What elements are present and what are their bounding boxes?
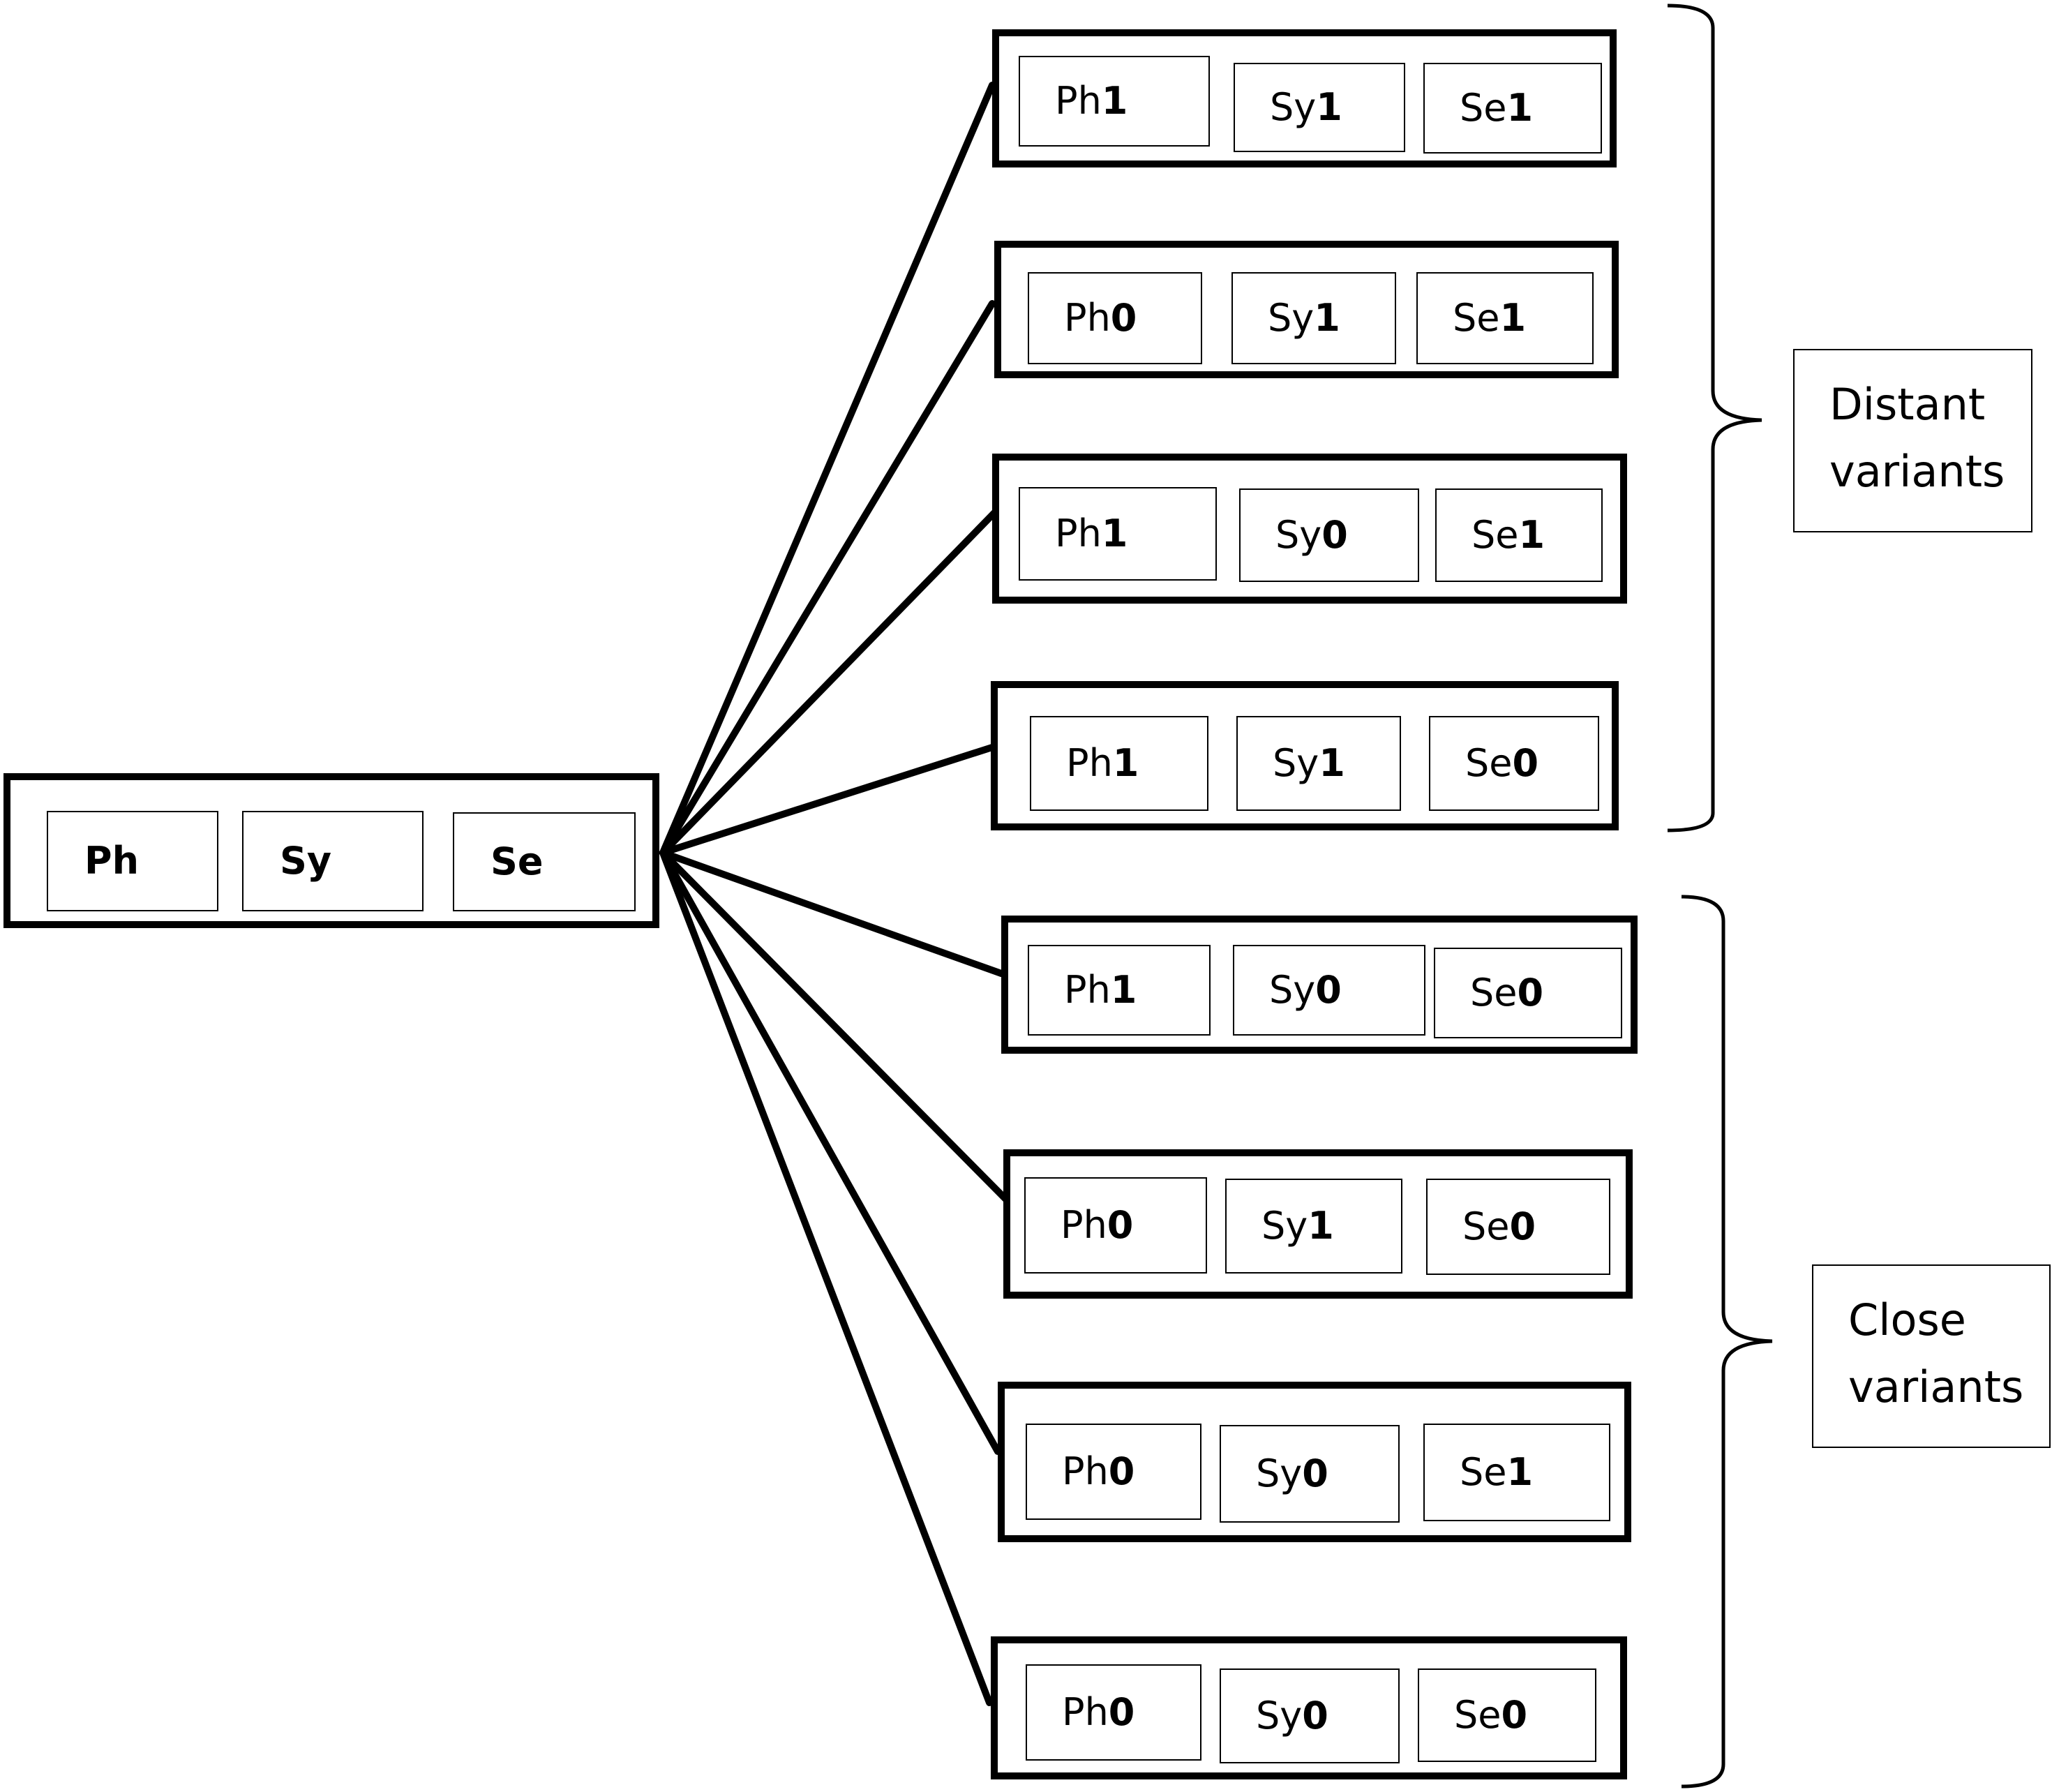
connector-line [659,849,1001,1455]
connector-line [659,82,996,856]
connector-line [659,743,998,856]
distant-variants-brace [1667,3,1762,832]
root-box: Ph Sy Se [3,773,659,928]
root-cell-ph: Ph [47,811,218,911]
connector-line [659,849,1005,977]
connector-line [659,300,996,856]
root-cell-sy: Sy [242,811,424,911]
connector-line [659,849,993,1706]
distant-variants-label: Distant variants [1793,349,2032,532]
root-cell-se: Se [453,812,636,911]
distant-label-line1: Distant [1829,379,1986,430]
connector-line [659,509,998,856]
close-variants-label: Close variants [1812,1264,2051,1448]
close-variants-brace [1681,895,1773,1789]
connector-line [659,849,1014,1207]
distant-label-line2: variants [1829,446,2005,497]
close-label-line2: variants [1848,1361,2024,1412]
close-label-line1: Close [1848,1294,1966,1345]
